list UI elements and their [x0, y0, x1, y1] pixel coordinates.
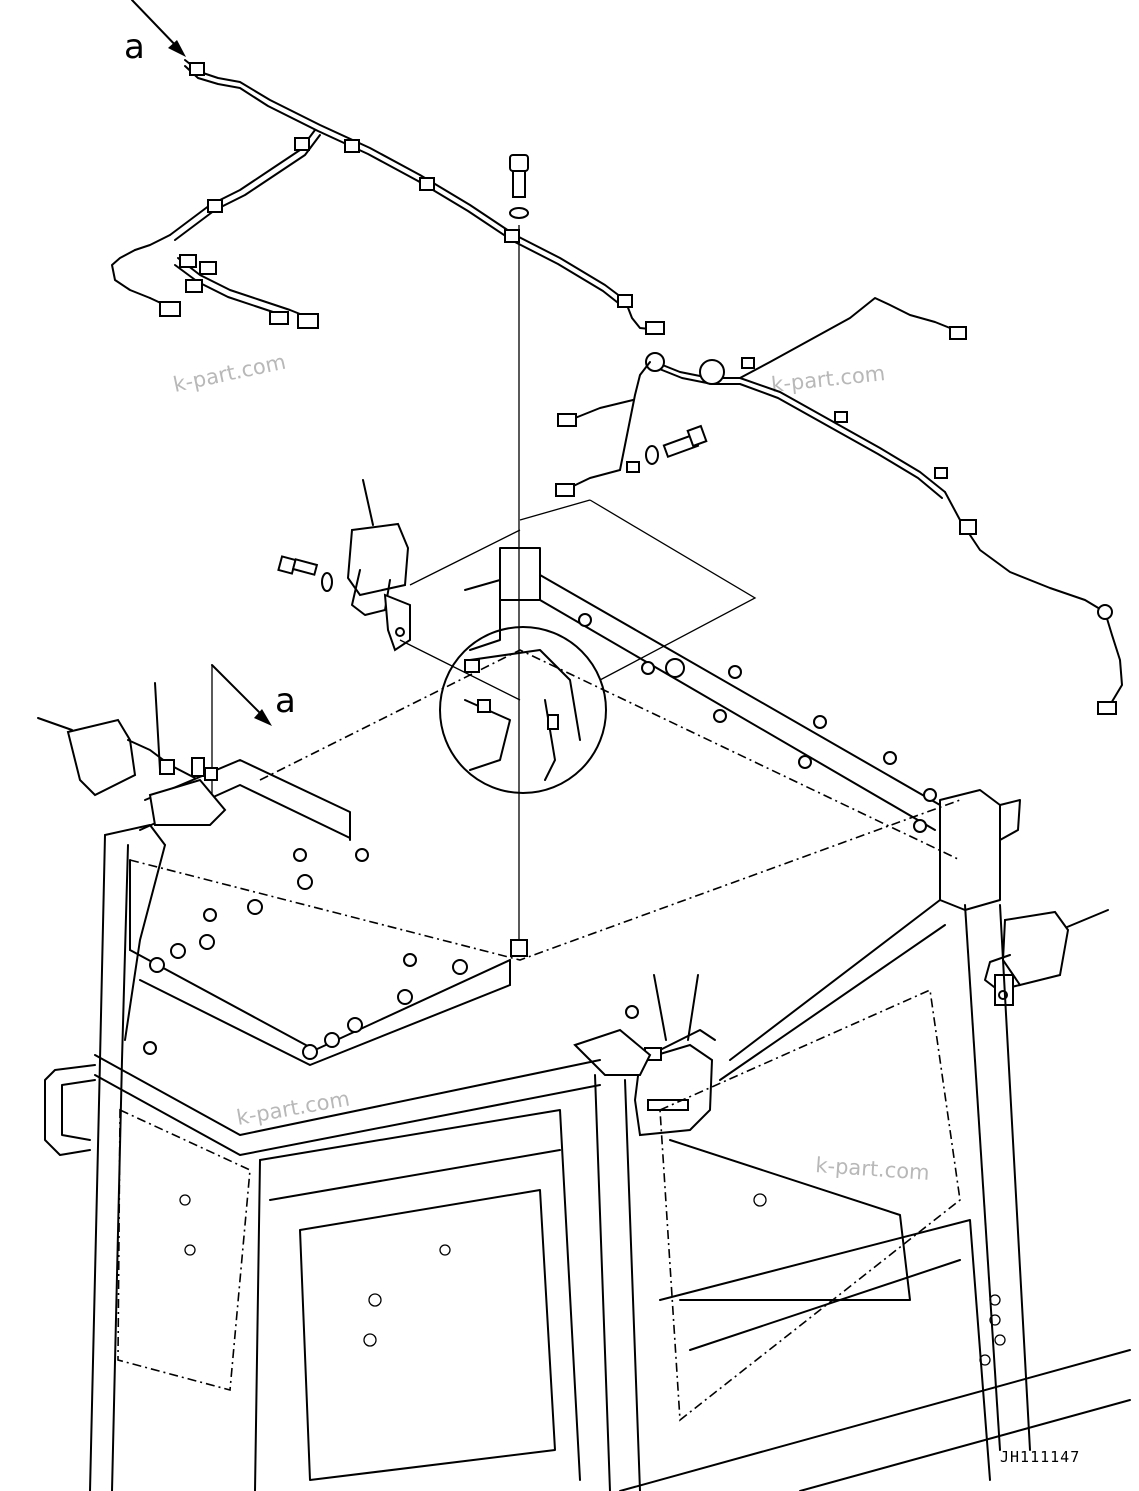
work-lamp-upper: [277, 479, 521, 701]
work-lamp-front: [573, 974, 716, 1137]
cab-roof-frame: [129, 547, 1021, 1081]
detail-view-circle: [439, 626, 607, 794]
view-arrow-top: [131, 0, 186, 57]
top-center-bolt: [509, 154, 529, 957]
drawing-code: JH111147: [1000, 1448, 1080, 1466]
view-arrow-mid: [211, 664, 272, 800]
upper-wiring-harness: [111, 59, 665, 335]
roof-panel-washers: [143, 848, 639, 1060]
watermark-1: k-part.com: [171, 350, 288, 397]
watermark-4: k-part.com: [815, 1153, 931, 1185]
cab-frame: [44, 824, 1131, 1491]
right-wiring-harness: [519, 297, 1123, 715]
work-lamp-left: [37, 682, 227, 826]
view-label-a-mid: a: [275, 681, 296, 721]
view-label-a-top: a: [124, 27, 145, 67]
roof-nuts: [578, 613, 937, 833]
watermark-2: k-part.com: [770, 361, 886, 397]
